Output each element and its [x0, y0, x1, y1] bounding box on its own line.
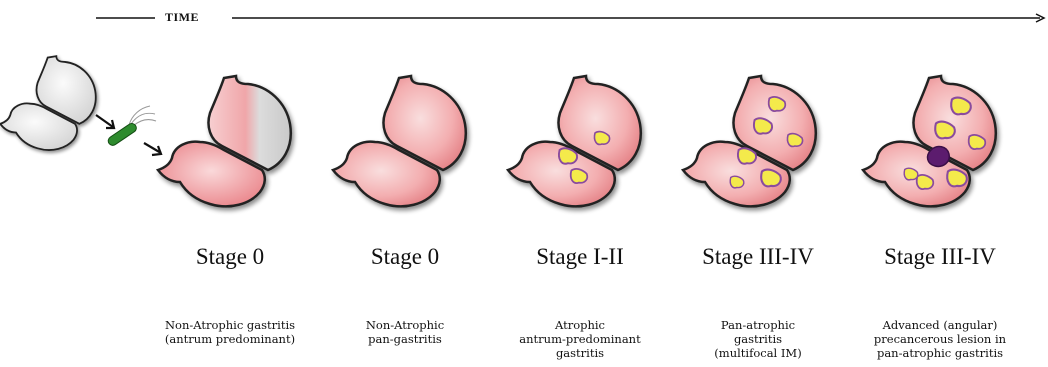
stage-description-line: Non-Atrophic	[310, 318, 500, 332]
healthy-stomach	[0, 56, 96, 150]
stage-title: Stage 0	[140, 244, 320, 270]
stomach-stage-0-pan	[333, 76, 466, 206]
stage-description-line: gastritis	[485, 346, 675, 360]
stage-description-line: Atrophic	[485, 318, 675, 332]
stage-title: Stage 0	[315, 244, 495, 270]
stage-description: Atrophic antrum-predominant gastritis	[485, 318, 675, 360]
stomach-stage-0-antrum	[158, 76, 291, 206]
stomach-stage-3-4-multifocal	[683, 76, 816, 206]
gastritis-progression-figure	[0, 0, 1048, 240]
stomach-stage-1-2	[508, 76, 641, 206]
stage-description-line: Pan-atrophic	[663, 318, 853, 332]
stage-description: Advanced (angular) precancerous lesion i…	[845, 318, 1035, 360]
stage-title: Stage III-IV	[850, 244, 1030, 270]
stage-description-line: gastritis	[663, 332, 853, 346]
stage-description-line: Advanced (angular)	[845, 318, 1035, 332]
stage-description-line: antrum-predominant	[485, 332, 675, 346]
stage-description-line: pan-gastritis	[310, 332, 500, 346]
stage-title: Stage III-IV	[668, 244, 848, 270]
stage-description: Non-Atrophic gastritis (antrum predomina…	[135, 318, 325, 346]
stage-description: Pan-atrophic gastritis (multifocal IM)	[663, 318, 853, 360]
stage-description: Non-Atrophic pan-gastritis	[310, 318, 500, 346]
precancerous-lesion	[928, 147, 950, 167]
stage-description-line: (multifocal IM)	[663, 346, 853, 360]
stomach-stage-3-4-advanced	[863, 76, 996, 206]
stage-title: Stage I-II	[490, 244, 670, 270]
stage-description-line: (antrum predominant)	[135, 332, 325, 346]
stage-description-line: pan-atrophic gastritis	[845, 346, 1035, 360]
stage-description-line: precancerous lesion in	[845, 332, 1035, 346]
stage-description-line: Non-Atrophic gastritis	[135, 318, 325, 332]
